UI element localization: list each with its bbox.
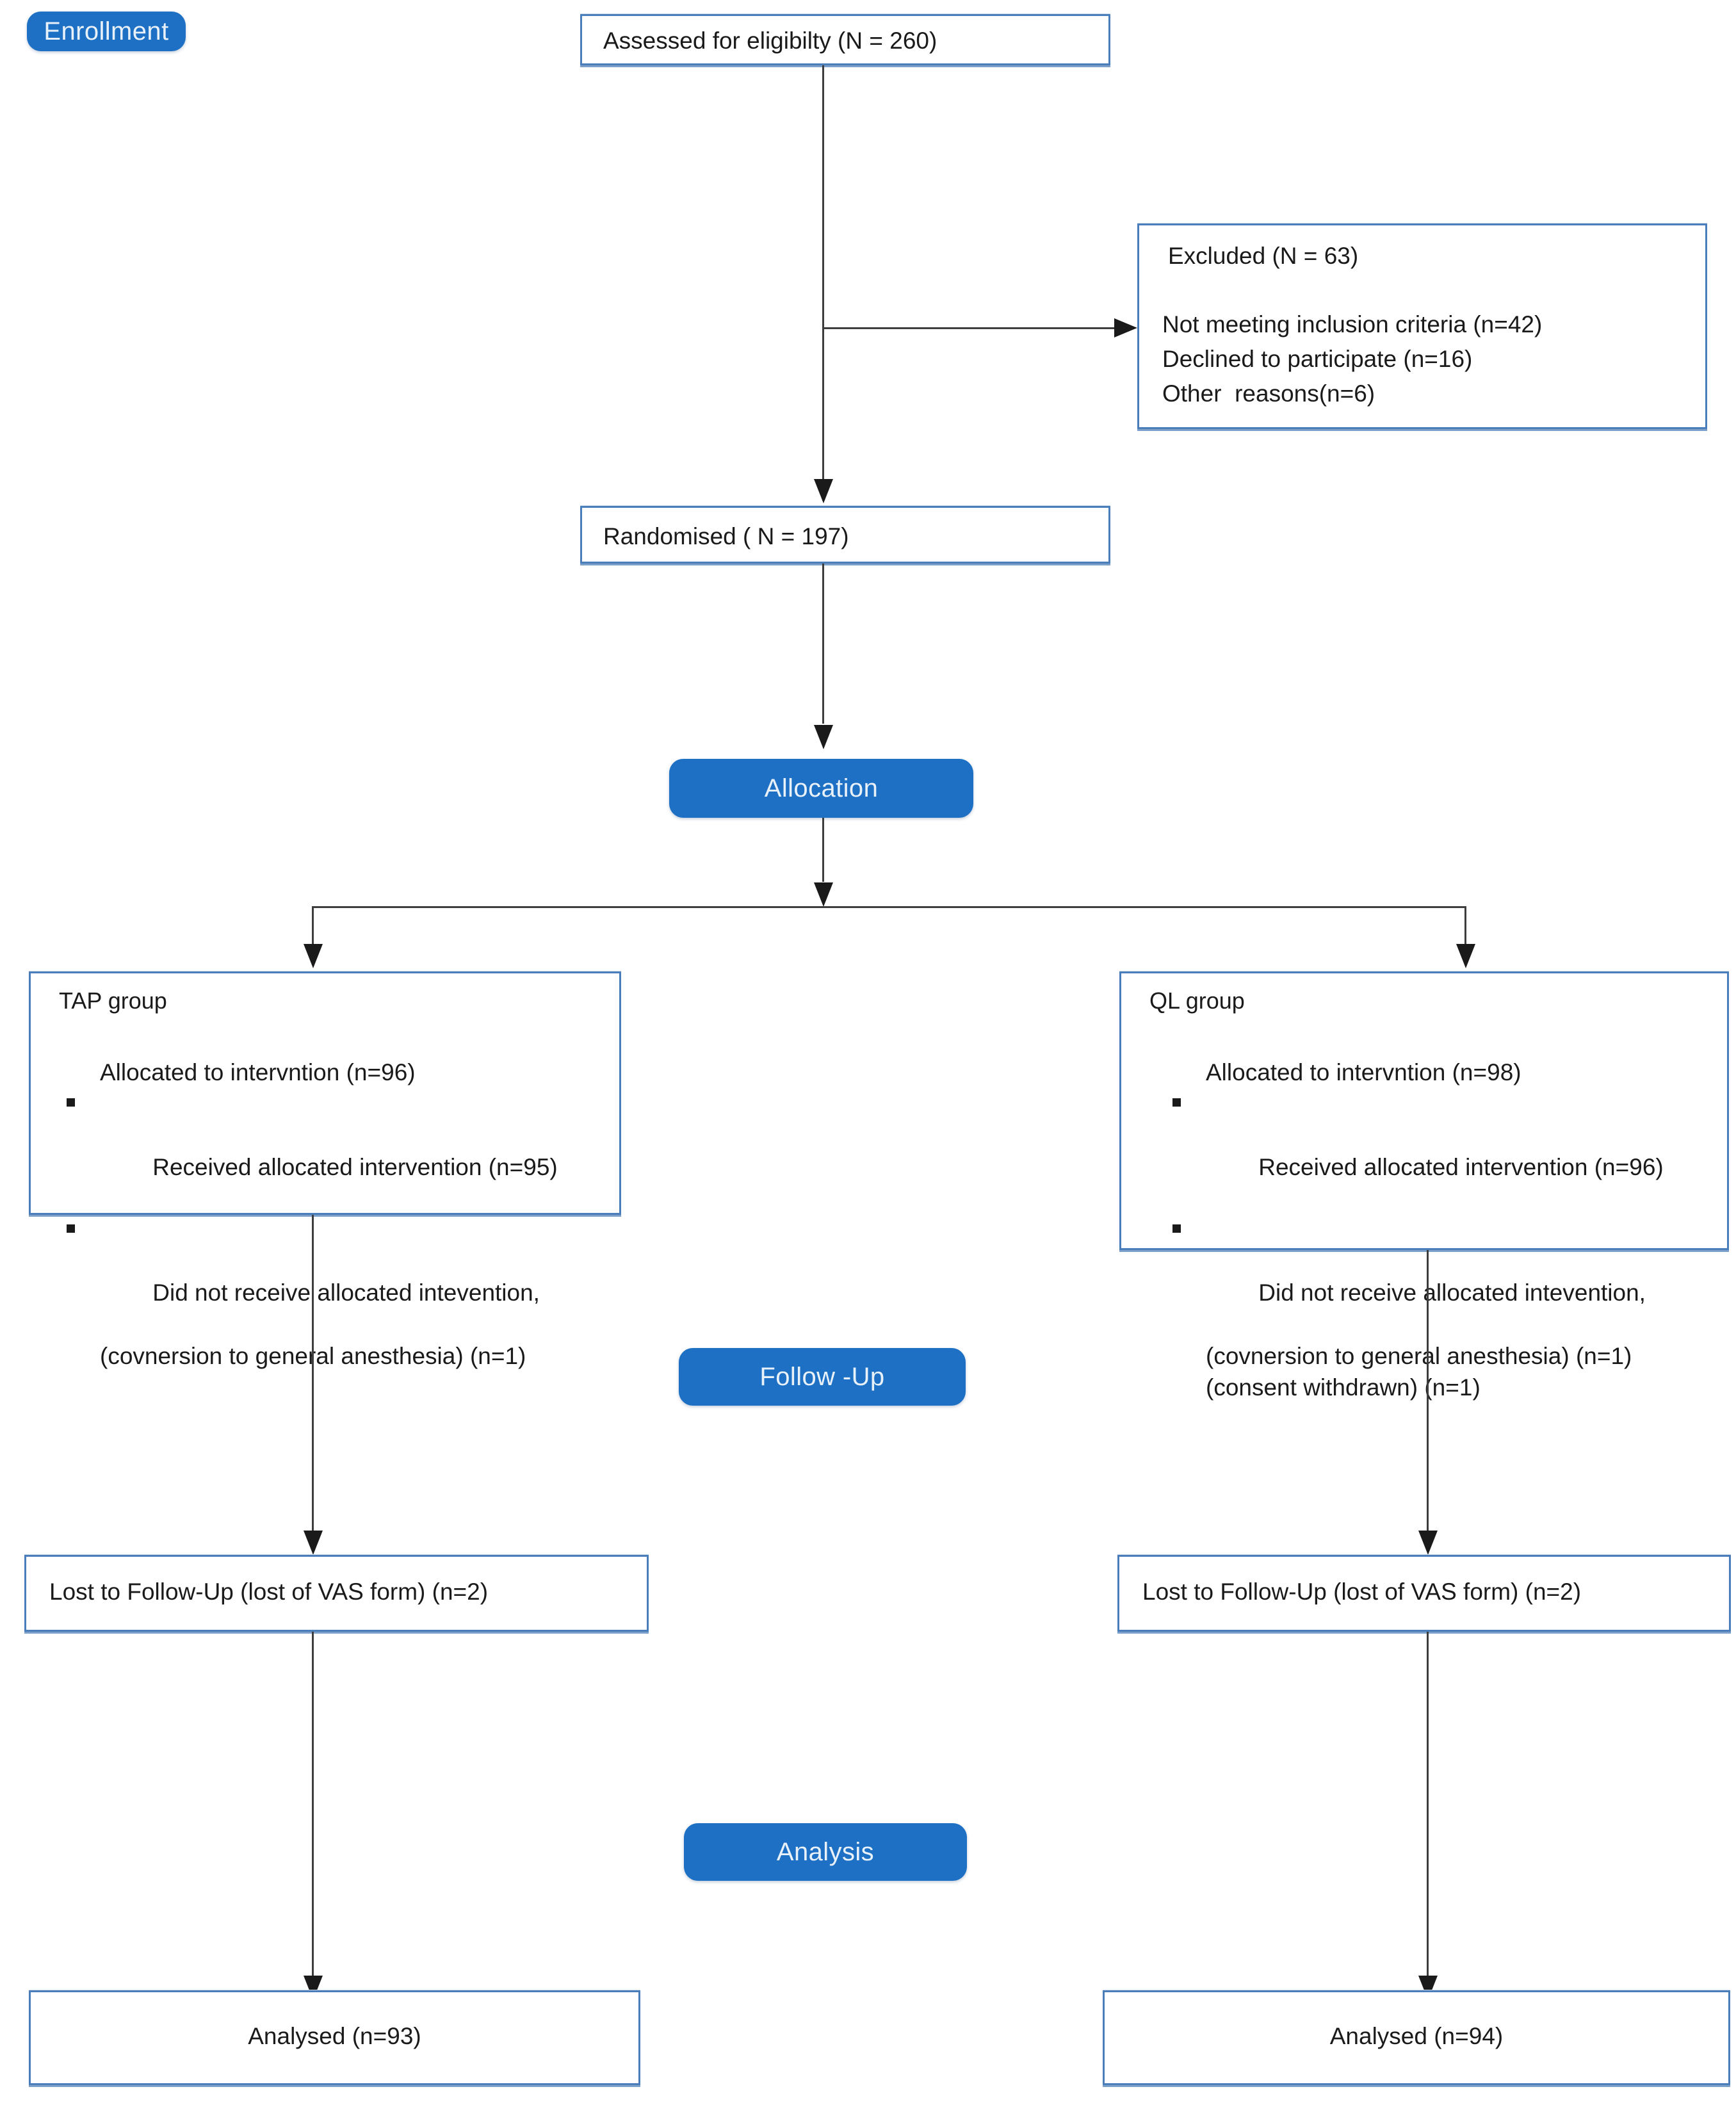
analysed-right-text: Analysed (n=94) (1329, 2023, 1504, 2049)
assessed-for-eligibility-text: Assessed for eligibilty (N = 260) (603, 28, 937, 54)
arrow-allocation-stem (814, 882, 833, 907)
box-randomised: Randomised ( N = 197) (580, 506, 1110, 564)
tap-bullet-1-line-1: Received allocated intervention (n=95) (67, 1088, 613, 1214)
stage-pill-enrollment-label: Enrollment (44, 17, 169, 45)
ql-bullet-2-line-3: (consent withdrawn) (n=1) (1206, 1374, 1480, 1401)
connector-to-excluded-box (822, 327, 1114, 329)
ql-bullet-1-text: Received allocated intervention (n=96) (1258, 1153, 1664, 1180)
excluded-reason-2: Declined to participate (n=16) (1162, 346, 1473, 372)
stage-pill-analysis: Analysis (684, 1823, 967, 1881)
ql-group-title: QL group (1149, 987, 1245, 1014)
connector-tap-to-lost-followup (312, 1215, 314, 1532)
excluded-heading: Excluded (N = 63) (1168, 243, 1359, 269)
tap-bullet-2-line-2: (covnersion to general anesthesia) (n=1) (100, 1342, 526, 1369)
connector-assessed-to-randomised (822, 65, 824, 501)
connector-allocation-right-branch (1464, 906, 1466, 945)
connector-lost-to-analysed-left (312, 1632, 314, 1978)
box-analysed-left: Analysed (n=93) (29, 1990, 640, 2085)
square-bullet-icon (67, 1098, 75, 1107)
lost-to-followup-right-text: Lost to Follow-Up (lost of VAS form) (n=… (1142, 1579, 1582, 1605)
randomised-text: Randomised ( N = 197) (603, 523, 849, 549)
box-lost-to-followup-left: Lost to Follow-Up (lost of VAS form) (n=… (24, 1555, 649, 1632)
box-lost-to-followup-right: Lost to Follow-Up (lost of VAS form) (n=… (1117, 1555, 1731, 1632)
ql-allocated-line: Allocated to intervntion (n=98) (1206, 1059, 1521, 1085)
connector-ql-to-lost-followup (1427, 1250, 1429, 1532)
box-allocation-left-tap-group: TAP group Allocated to intervntion (n=96… (29, 971, 621, 1369)
tap-bullet-1-text: Received allocated intervention (n=95) (152, 1153, 558, 1180)
tap-bullet-2-line-1: Did not receive allocated intevention, (67, 1214, 613, 1340)
arrow-randomised-to-allocation (814, 725, 833, 749)
tap-group-title: TAP group (59, 987, 167, 1014)
excluded-reason-1: Not meeting inclusion criteria (n=42) (1162, 311, 1543, 337)
arrow-allocation-left-branch (304, 944, 323, 968)
stage-pill-enrollment: Enrollment (27, 12, 186, 51)
box-analysed-right: Analysed (n=94) (1103, 1990, 1730, 2085)
excluded-reason-3: Other reasons(n=6) (1162, 380, 1375, 407)
square-bullet-icon (1172, 1224, 1181, 1233)
square-bullet-icon (1172, 1098, 1181, 1107)
ql-bullet-2-line-2: (covnersion to general anesthesia) (n=1) (1206, 1342, 1632, 1369)
stage-pill-allocation-label: Allocation (764, 774, 879, 802)
arrow-tap-to-lost-followup (304, 1531, 323, 1555)
stage-pill-analysis-label: Analysis (776, 1837, 875, 1866)
connector-lost-to-analysed-right (1427, 1632, 1429, 1978)
ql-bullet-2-line-1: Did not receive allocated intevention, (1172, 1214, 1723, 1340)
connector-allocation-left-branch (312, 906, 314, 945)
box-allocation-right-ql-group: QL group Allocated to intervntion (n=98)… (1119, 971, 1729, 1401)
arrow-to-excluded-box (1114, 318, 1137, 337)
box-excluded: Excluded (N = 63) Not meeting inclusion … (1137, 223, 1707, 429)
arrow-ql-to-lost-followup (1418, 1531, 1438, 1555)
arrow-allocation-right-branch (1456, 944, 1475, 968)
stage-pill-followup-label: Follow -Up (759, 1362, 885, 1391)
ql-bullet-2-text: Did not receive allocated intevention, (1258, 1279, 1646, 1306)
stage-pill-allocation: Allocation (669, 759, 973, 818)
tap-allocated-line: Allocated to intervntion (n=96) (100, 1059, 416, 1085)
tap-bullet-2-text: Did not receive allocated intevention, (152, 1279, 540, 1306)
lost-to-followup-left-text: Lost to Follow-Up (lost of VAS form) (n=… (49, 1579, 489, 1605)
connector-allocation-stem (822, 818, 824, 882)
square-bullet-icon (67, 1224, 75, 1233)
arrow-assessed-to-randomised (814, 479, 833, 503)
box-assessed-for-eligibility: Assessed for eligibilty (N = 260) (580, 14, 1110, 65)
connector-allocation-split-bar (312, 906, 1466, 908)
analysed-left-text: Analysed (n=93) (248, 2023, 421, 2049)
stage-pill-followup: Follow -Up (679, 1348, 966, 1406)
ql-group-lines: Allocated to intervntion (n=98) Received… (1172, 1057, 1723, 1403)
tap-group-lines: Allocated to intervntion (n=96) Received… (67, 1057, 613, 1372)
ql-bullet-1-line-1: Received allocated intervention (n=96) (1172, 1088, 1723, 1214)
connector-randomised-to-allocation (822, 564, 824, 724)
